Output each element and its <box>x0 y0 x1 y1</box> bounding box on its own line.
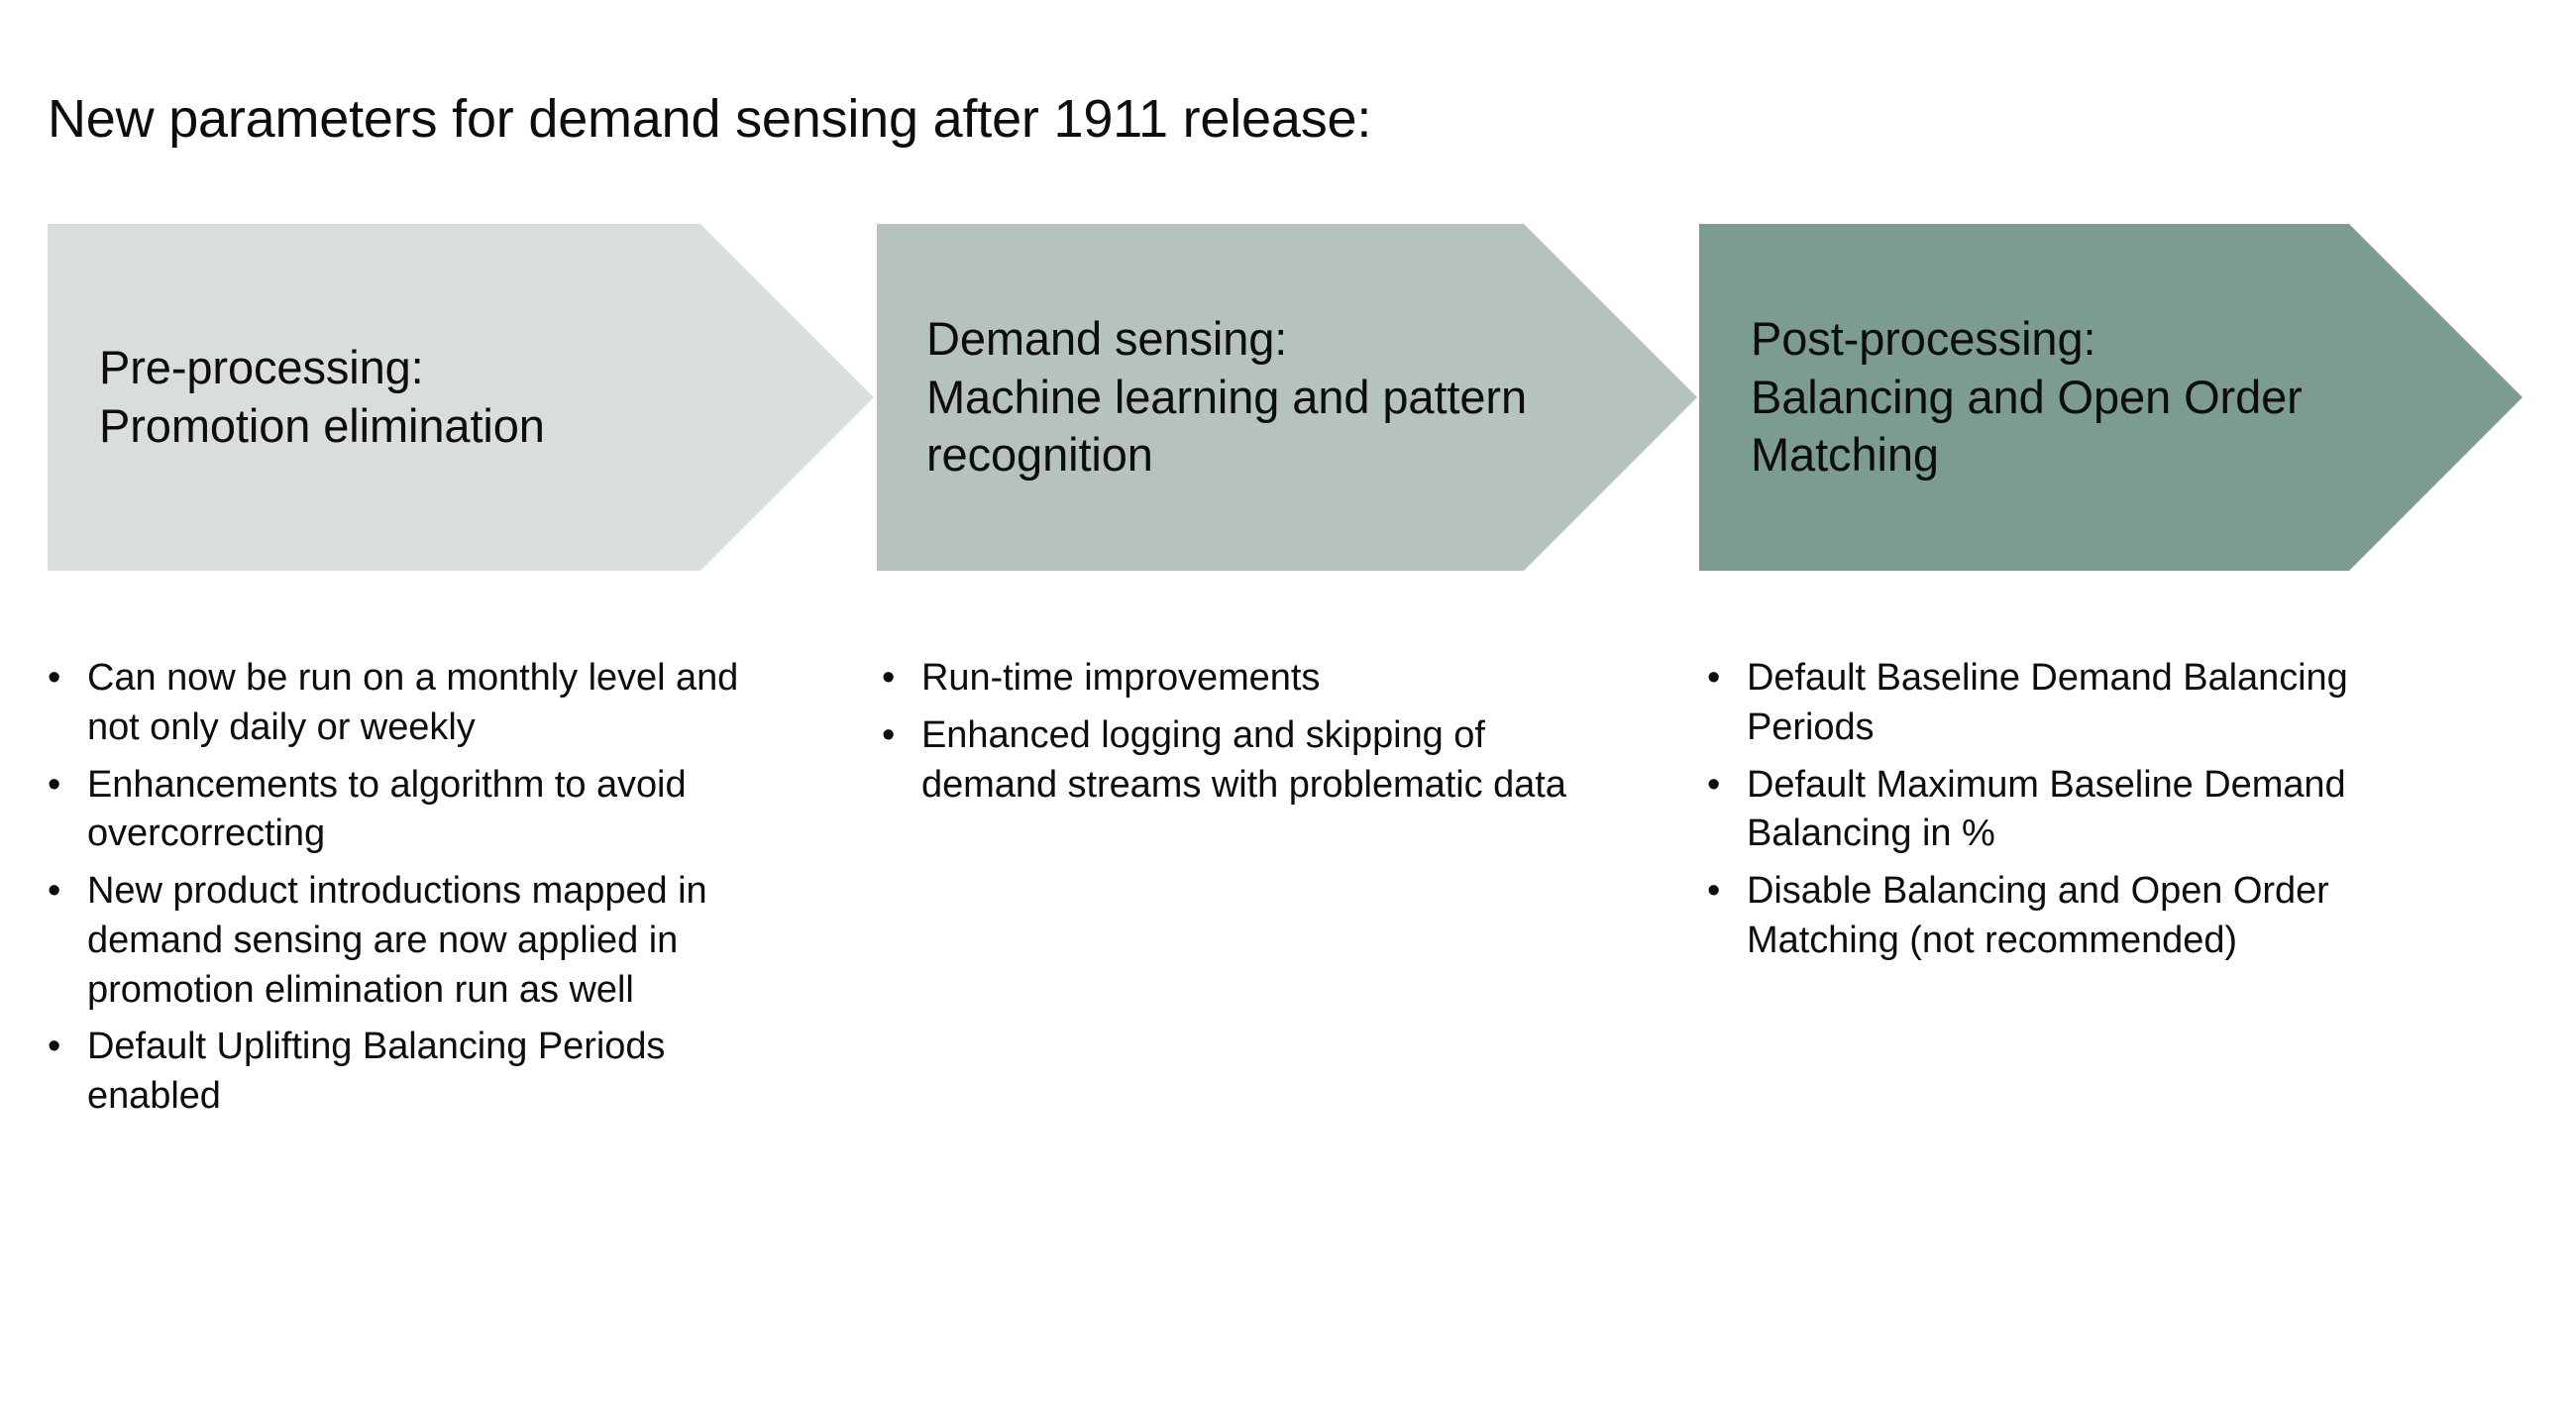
stage-details-post-processing: • Default Baseline Demand Balancing Peri… <box>1689 654 2442 974</box>
list-item: • Default Maximum Baseline Demand Balanc… <box>1689 761 2442 860</box>
bullet-list-1: • Can now be run on a monthly level and … <box>30 654 763 1122</box>
chevron-arrow-shape-2 <box>877 224 1697 571</box>
chevron-arrow-shape-1 <box>48 224 874 571</box>
chevron-arrow-shape-3 <box>1699 224 2522 571</box>
list-item: • New product introductions mapped in de… <box>30 867 763 1015</box>
bullet-dot-icon: • <box>1707 870 1721 913</box>
process-stage-pre-processing[interactable]: Pre-processing: Promotion elimination <box>48 224 874 571</box>
bullet-dot-icon: • <box>882 657 896 699</box>
process-stage-demand-sensing[interactable]: Demand sensing: Machine learning and pat… <box>877 224 1697 571</box>
bullet-dot-icon: • <box>882 713 896 756</box>
list-item: • Default Baseline Demand Balancing Peri… <box>1689 654 2442 753</box>
page-title: New parameters for demand sensing after … <box>48 89 1372 150</box>
list-item: • Default Uplifting Balancing Periods en… <box>30 1023 763 1122</box>
list-item: • Enhanced logging and skipping of deman… <box>864 711 1597 811</box>
process-stage-post-processing[interactable]: Post-processing: Balancing and Open Orde… <box>1699 224 2522 571</box>
bullet-dot-icon: • <box>48 1026 61 1068</box>
stage-details-pre-processing: • Can now be run on a monthly level and … <box>30 654 763 1130</box>
bullet-list-2: • Run-time improvements • Enhanced loggi… <box>864 654 1597 810</box>
bullet-dot-icon: • <box>48 870 61 913</box>
stage-details-columns: • Can now be run on a monthly level and … <box>0 654 2576 1348</box>
list-item: • Run-time improvements <box>864 654 1597 704</box>
bullet-dot-icon: • <box>48 657 61 699</box>
process-flow-diagram: Pre-processing: Promotion elimination De… <box>0 224 2576 571</box>
process-stage-label-1: Pre-processing: Promotion elimination <box>99 341 545 452</box>
bullet-list-3: • Default Baseline Demand Balancing Peri… <box>1689 654 2442 966</box>
list-item: • Can now be run on a monthly level and … <box>30 654 763 753</box>
list-item: • Disable Balancing and Open Order Match… <box>1689 867 2442 966</box>
list-item: • Enhancements to algorithm to avoid ove… <box>30 761 763 860</box>
bullet-dot-icon: • <box>48 763 61 806</box>
bullet-dot-icon: • <box>1707 763 1721 806</box>
process-stage-label-2: Demand sensing: Machine learning and pat… <box>926 311 1527 482</box>
stage-details-demand-sensing: • Run-time improvements • Enhanced loggi… <box>864 654 1597 817</box>
process-stage-label-3: Post-processing: Balancing and Open Orde… <box>1751 311 2303 482</box>
bullet-dot-icon: • <box>1707 657 1721 699</box>
